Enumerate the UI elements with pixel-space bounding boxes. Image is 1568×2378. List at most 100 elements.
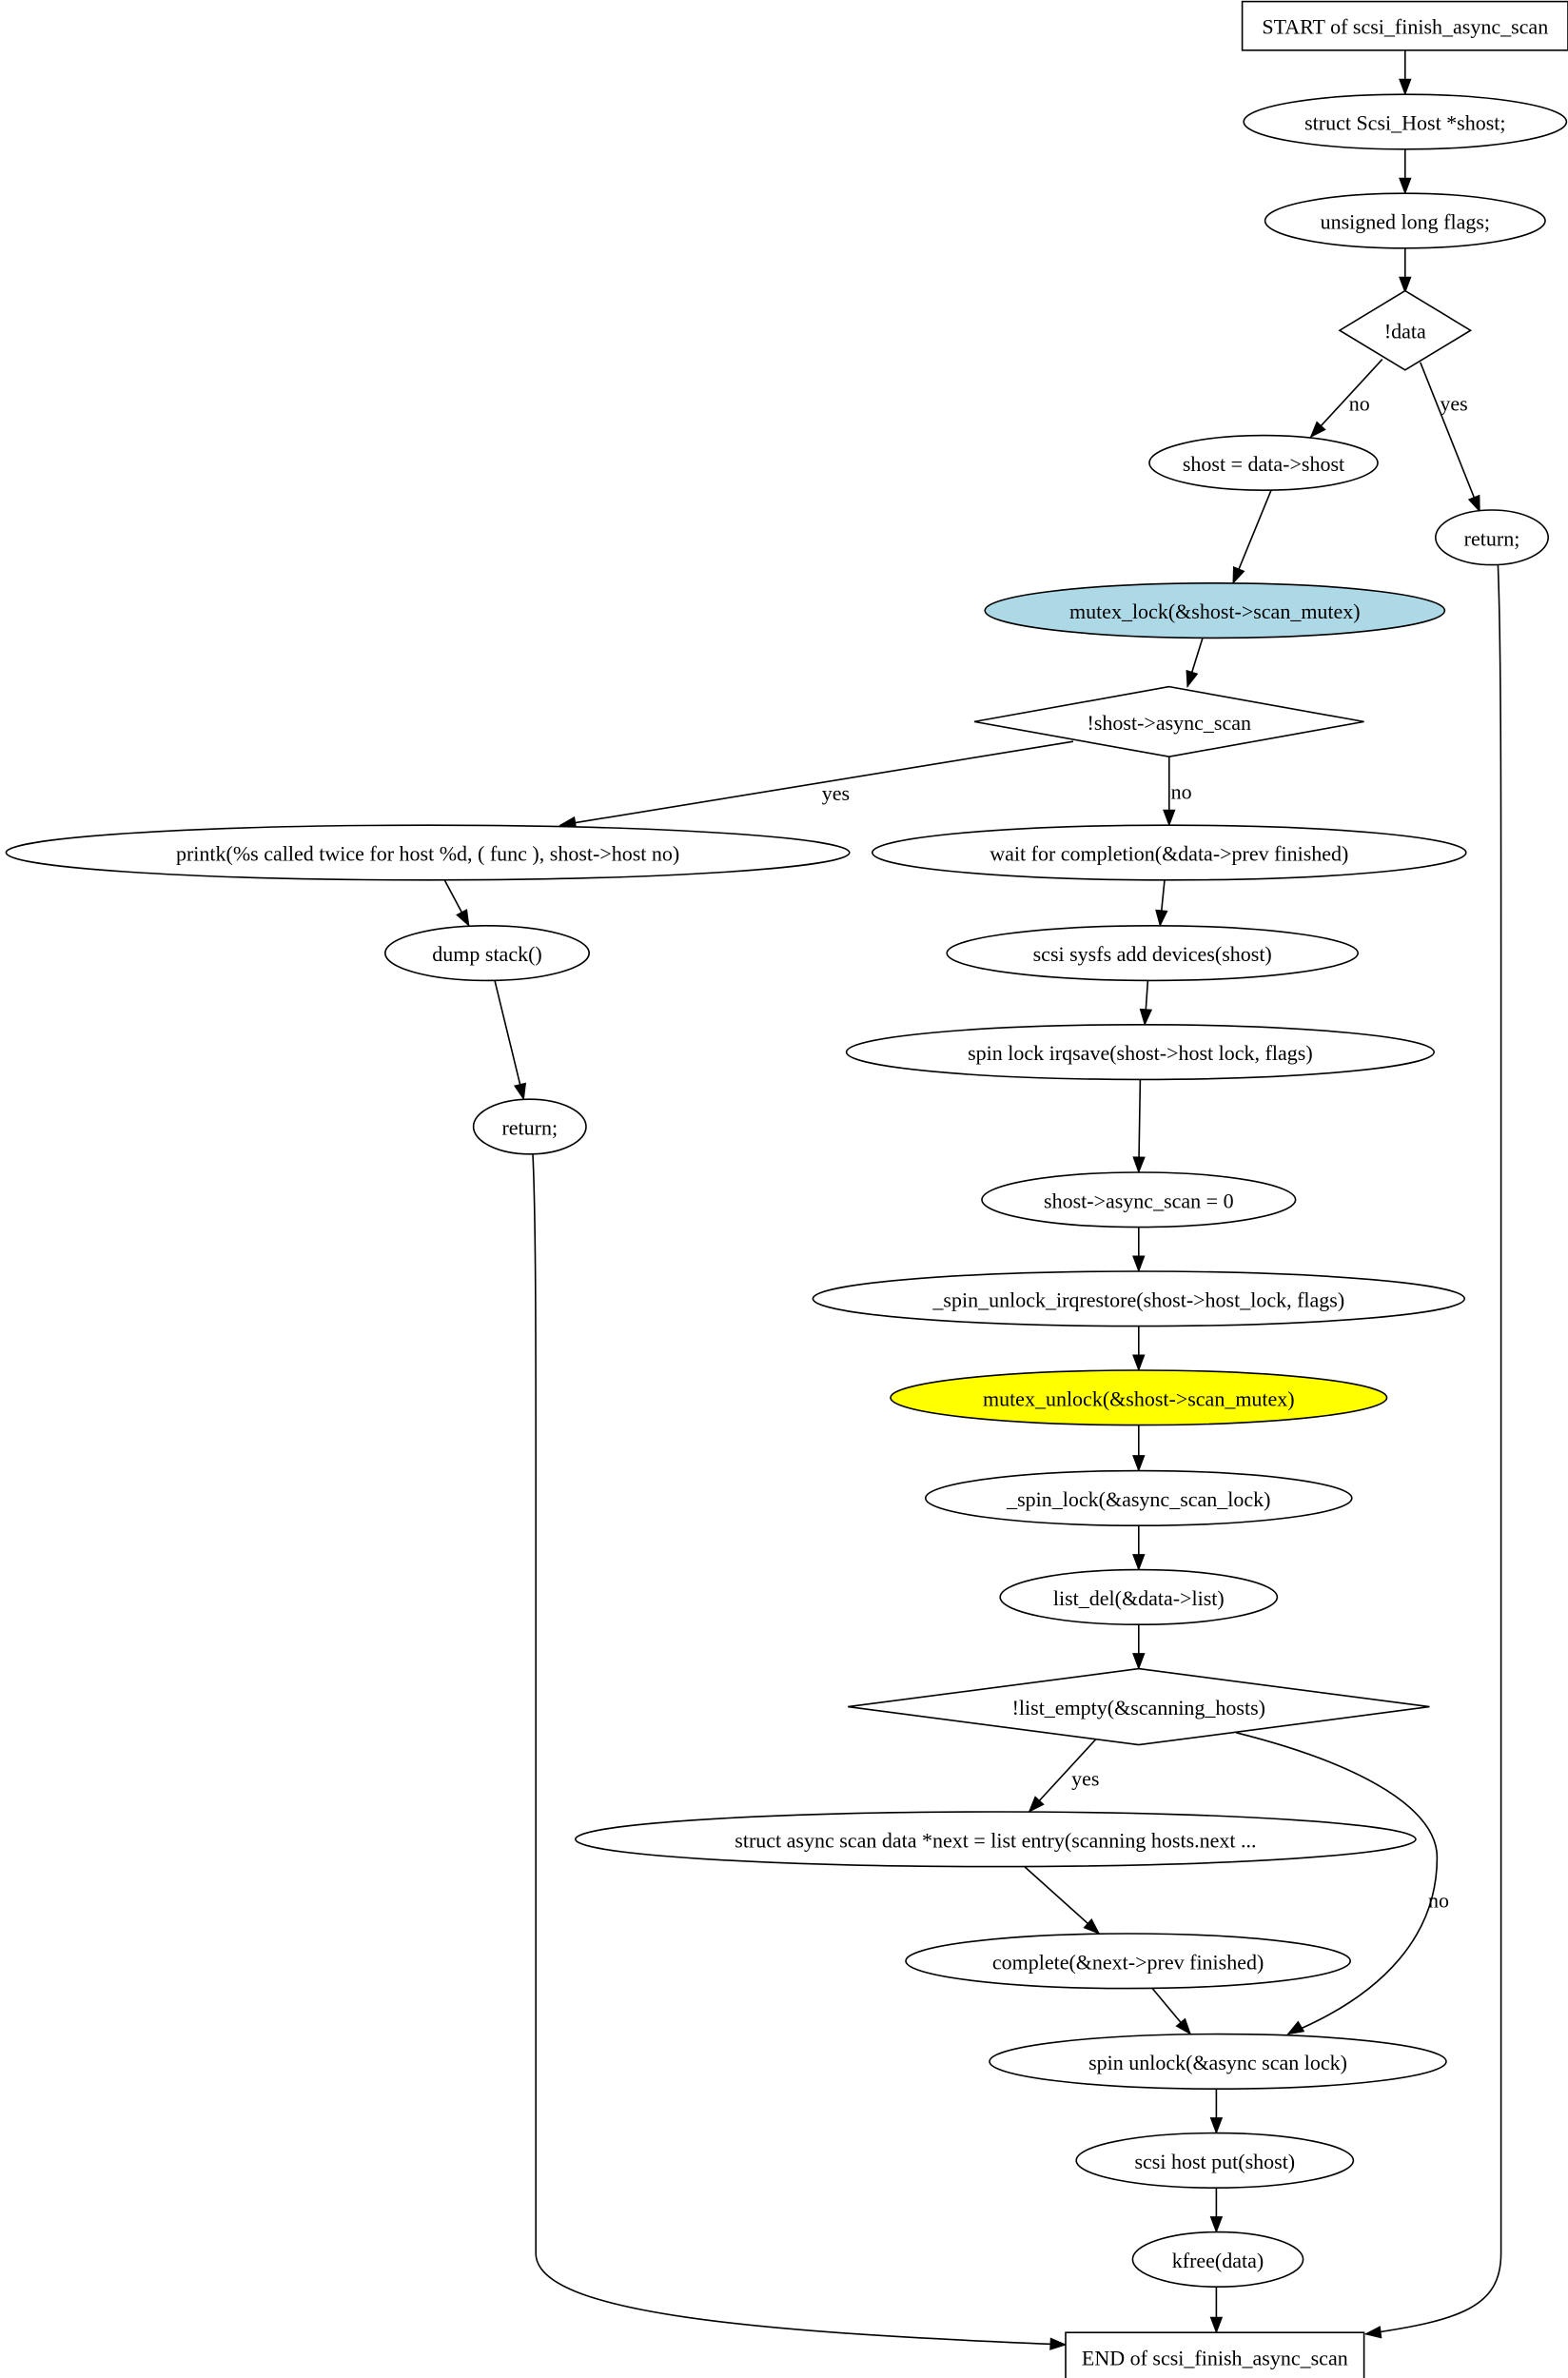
statement-ellipse <box>890 1369 1388 1426</box>
node-return-2: return; <box>472 1098 587 1155</box>
node-wait-completion: wait for completion(&data->prev finished… <box>872 824 1467 881</box>
edge-label-no: no <box>1349 392 1370 416</box>
node-label: return; <box>501 1116 558 1140</box>
edge-assign_shost-to-mutex_lock <box>1232 489 1272 585</box>
node-spin-lock-async: _spin_lock(&async_scan_lock) <box>925 1469 1353 1526</box>
edge-cond_list_empty-to-spin_unlock_async: no <box>1236 1732 1449 2035</box>
statement-ellipse <box>872 824 1467 881</box>
process-box <box>1241 0 1568 51</box>
edge-sysfs_add-to-spin_lock_irqsave <box>1139 980 1153 1027</box>
arrowhead <box>1132 1653 1146 1671</box>
node-spin-unlock-irqrestore: _spin_unlock_irqrestore(shost->host_lock… <box>812 1270 1466 1327</box>
node-label: complete(&next->prev finished) <box>992 1950 1264 1974</box>
edge-line <box>1236 1732 1439 2035</box>
node-label: mutex_unlock(&shost->scan_mutex) <box>983 1386 1295 1410</box>
statement-ellipse <box>1075 2132 1355 2189</box>
statement-ellipse <box>472 1098 587 1155</box>
statement-ellipse <box>946 924 1359 982</box>
edge-cond_async_scan-to-printk: yes <box>559 740 1074 830</box>
arrowhead <box>513 1082 527 1101</box>
node-label: wait for completion(&data->prev finished… <box>990 842 1348 866</box>
edge-cond_data-to-assign_shost: no <box>1309 359 1383 439</box>
edge-cond_data-to-return_1: yes <box>1420 362 1480 513</box>
node-label: printk(%s called twice for host %d, ( fu… <box>176 842 679 866</box>
node-printk: printk(%s called twice for host %d, ( fu… <box>5 824 851 881</box>
edges-layer: no yes yes no yes no <box>443 49 1502 2350</box>
edge-label-no: no <box>1428 1888 1449 1912</box>
node-end: END of scsi_finish_async_scan <box>1065 2331 1365 2378</box>
edge-line <box>1024 1866 1100 1935</box>
node-label: return; <box>1464 526 1520 550</box>
edge-line <box>559 740 1074 826</box>
arrowhead <box>1209 2316 1224 2334</box>
node-label: struct Scsi_Host *shost; <box>1304 111 1505 135</box>
edge-cond_list_empty-to-next_entry: yes <box>1028 1735 1100 1814</box>
arrowhead <box>1286 2020 1305 2035</box>
arrowhead <box>1186 669 1199 688</box>
node-assign-shost: shost = data->shost <box>1148 434 1379 492</box>
arrowhead <box>1467 494 1480 513</box>
node-start: START of scsi_finish_async_scan <box>1241 0 1568 51</box>
edge-start-to-decl_shost <box>1399 49 1412 96</box>
node-label: struct async scan data *next = list entr… <box>735 1828 1256 1852</box>
edge-next_entry-to-complete_next <box>1024 1866 1101 1935</box>
edge-decl_shost-to-decl_flags <box>1399 148 1412 195</box>
decision-diamond <box>973 685 1364 758</box>
edge-printk-to-dump_stack <box>443 879 470 928</box>
edge-complete_next-to-spin_unlock_async <box>1151 1988 1192 2035</box>
edge-line <box>532 1153 1067 2346</box>
arrowhead <box>1155 909 1168 928</box>
statement-ellipse <box>575 1811 1417 1868</box>
edge-spin_lock_irqsave-to-async_scan_zero <box>1132 1079 1146 1174</box>
arrowhead <box>1363 2326 1382 2339</box>
node-cond-data: !data <box>1338 289 1473 371</box>
node-label: scsi host put(shost) <box>1134 2150 1295 2173</box>
edge-line <box>1365 564 1502 2335</box>
arrowhead <box>1028 1796 1045 1814</box>
edge-kfree-to-end <box>1209 2287 1224 2334</box>
edge-line <box>1029 1735 1100 1813</box>
edge-label-no: no <box>1171 780 1192 804</box>
edge-dump_stack-to-return_2 <box>494 980 527 1101</box>
statement-ellipse <box>1131 2231 1304 2288</box>
edge-line <box>494 980 525 1100</box>
node-dump-stack: dump stack() <box>383 924 590 982</box>
node-spin-unlock-async: spin unlock(&async scan lock) <box>989 2033 1447 2090</box>
arrowhead <box>1175 2017 1192 2035</box>
edge-mutex_unlock-to-spin_lock_async <box>1132 1425 1146 1473</box>
statement-ellipse <box>845 1023 1436 1081</box>
edge-list_del-to-cond_list_empty <box>1132 1624 1146 1671</box>
node-async-scan-zero: shost->async_scan = 0 <box>981 1171 1297 1228</box>
edge-line <box>1420 362 1480 512</box>
statement-ellipse <box>981 1171 1297 1228</box>
node-label: !shost->async_scan <box>1088 711 1251 735</box>
edge-spin_unlock_async-to-host_put <box>1209 2089 1224 2135</box>
edge-cond_async_scan-to-wait_completion: no <box>1163 757 1192 827</box>
node-complete-next: complete(&next->prev finished) <box>905 1933 1352 1990</box>
node-label: !list_empty(&scanning_hosts) <box>1012 1696 1265 1720</box>
statement-ellipse <box>1435 509 1550 566</box>
node-label: shost = data->shost <box>1183 452 1344 476</box>
statement-ellipse <box>812 1270 1466 1327</box>
edge-async_scan_zero-to-spin_unlock_irqrestore <box>1132 1227 1146 1273</box>
arrowhead <box>1163 809 1176 827</box>
node-spin-lock-irqsave: spin lock irqsave(shost->host lock, flag… <box>845 1023 1436 1081</box>
node-label: spin unlock(&async scan lock) <box>1088 2051 1347 2074</box>
node-label: list_del(&data->list) <box>1053 1586 1225 1610</box>
arrowhead <box>1309 421 1326 439</box>
statement-ellipse <box>1148 434 1379 492</box>
statement-ellipse <box>383 924 590 982</box>
decision-diamond <box>848 1667 1430 1746</box>
edge-wait_completion-to-sysfs_add <box>1155 879 1168 928</box>
arrowhead <box>1139 1008 1153 1027</box>
node-label: mutex_lock(&shost->scan_mutex) <box>1069 599 1361 623</box>
node-label: spin lock irqsave(shost->host lock, flag… <box>968 1041 1313 1065</box>
node-mutex-unlock: mutex_unlock(&shost->scan_mutex) <box>890 1369 1388 1426</box>
node-host-put: scsi host put(shost) <box>1075 2132 1355 2189</box>
edge-spin_lock_async-to-list_del <box>1132 1525 1146 1572</box>
statement-ellipse <box>1243 93 1568 150</box>
statement-ellipse <box>989 2033 1447 2090</box>
node-label: shost->async_scan = 0 <box>1044 1189 1234 1212</box>
